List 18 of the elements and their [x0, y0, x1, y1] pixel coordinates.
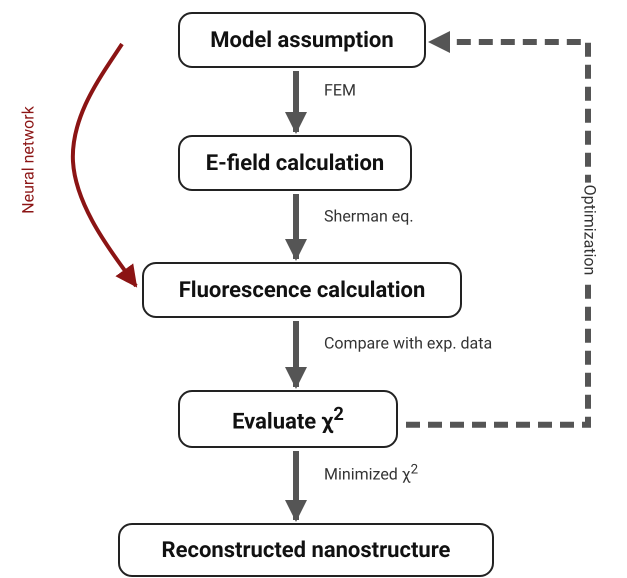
edge-label: Compare with exp. data [322, 334, 494, 352]
process-box [178, 135, 412, 191]
box-title: Model assumption [210, 28, 394, 52]
process-box [118, 523, 494, 577]
arrow [285, 71, 307, 134]
arrow [285, 321, 307, 389]
process-box [178, 12, 426, 68]
arrow [70, 42, 138, 288]
process-box [178, 390, 398, 448]
process-box [142, 262, 462, 318]
box-title: E-field calculation [206, 150, 384, 176]
edge-label: Optimization [580, 182, 600, 278]
box-title: Fluorescence calculation [178, 278, 426, 302]
arrow [285, 194, 307, 261]
arrow [285, 451, 307, 522]
edge-label: Minimized χ$^{2}$ [322, 462, 420, 484]
box-title: Reconstructed nanostructure [162, 538, 450, 562]
box-title: Evaluate χ$^{2}$ [232, 404, 344, 434]
